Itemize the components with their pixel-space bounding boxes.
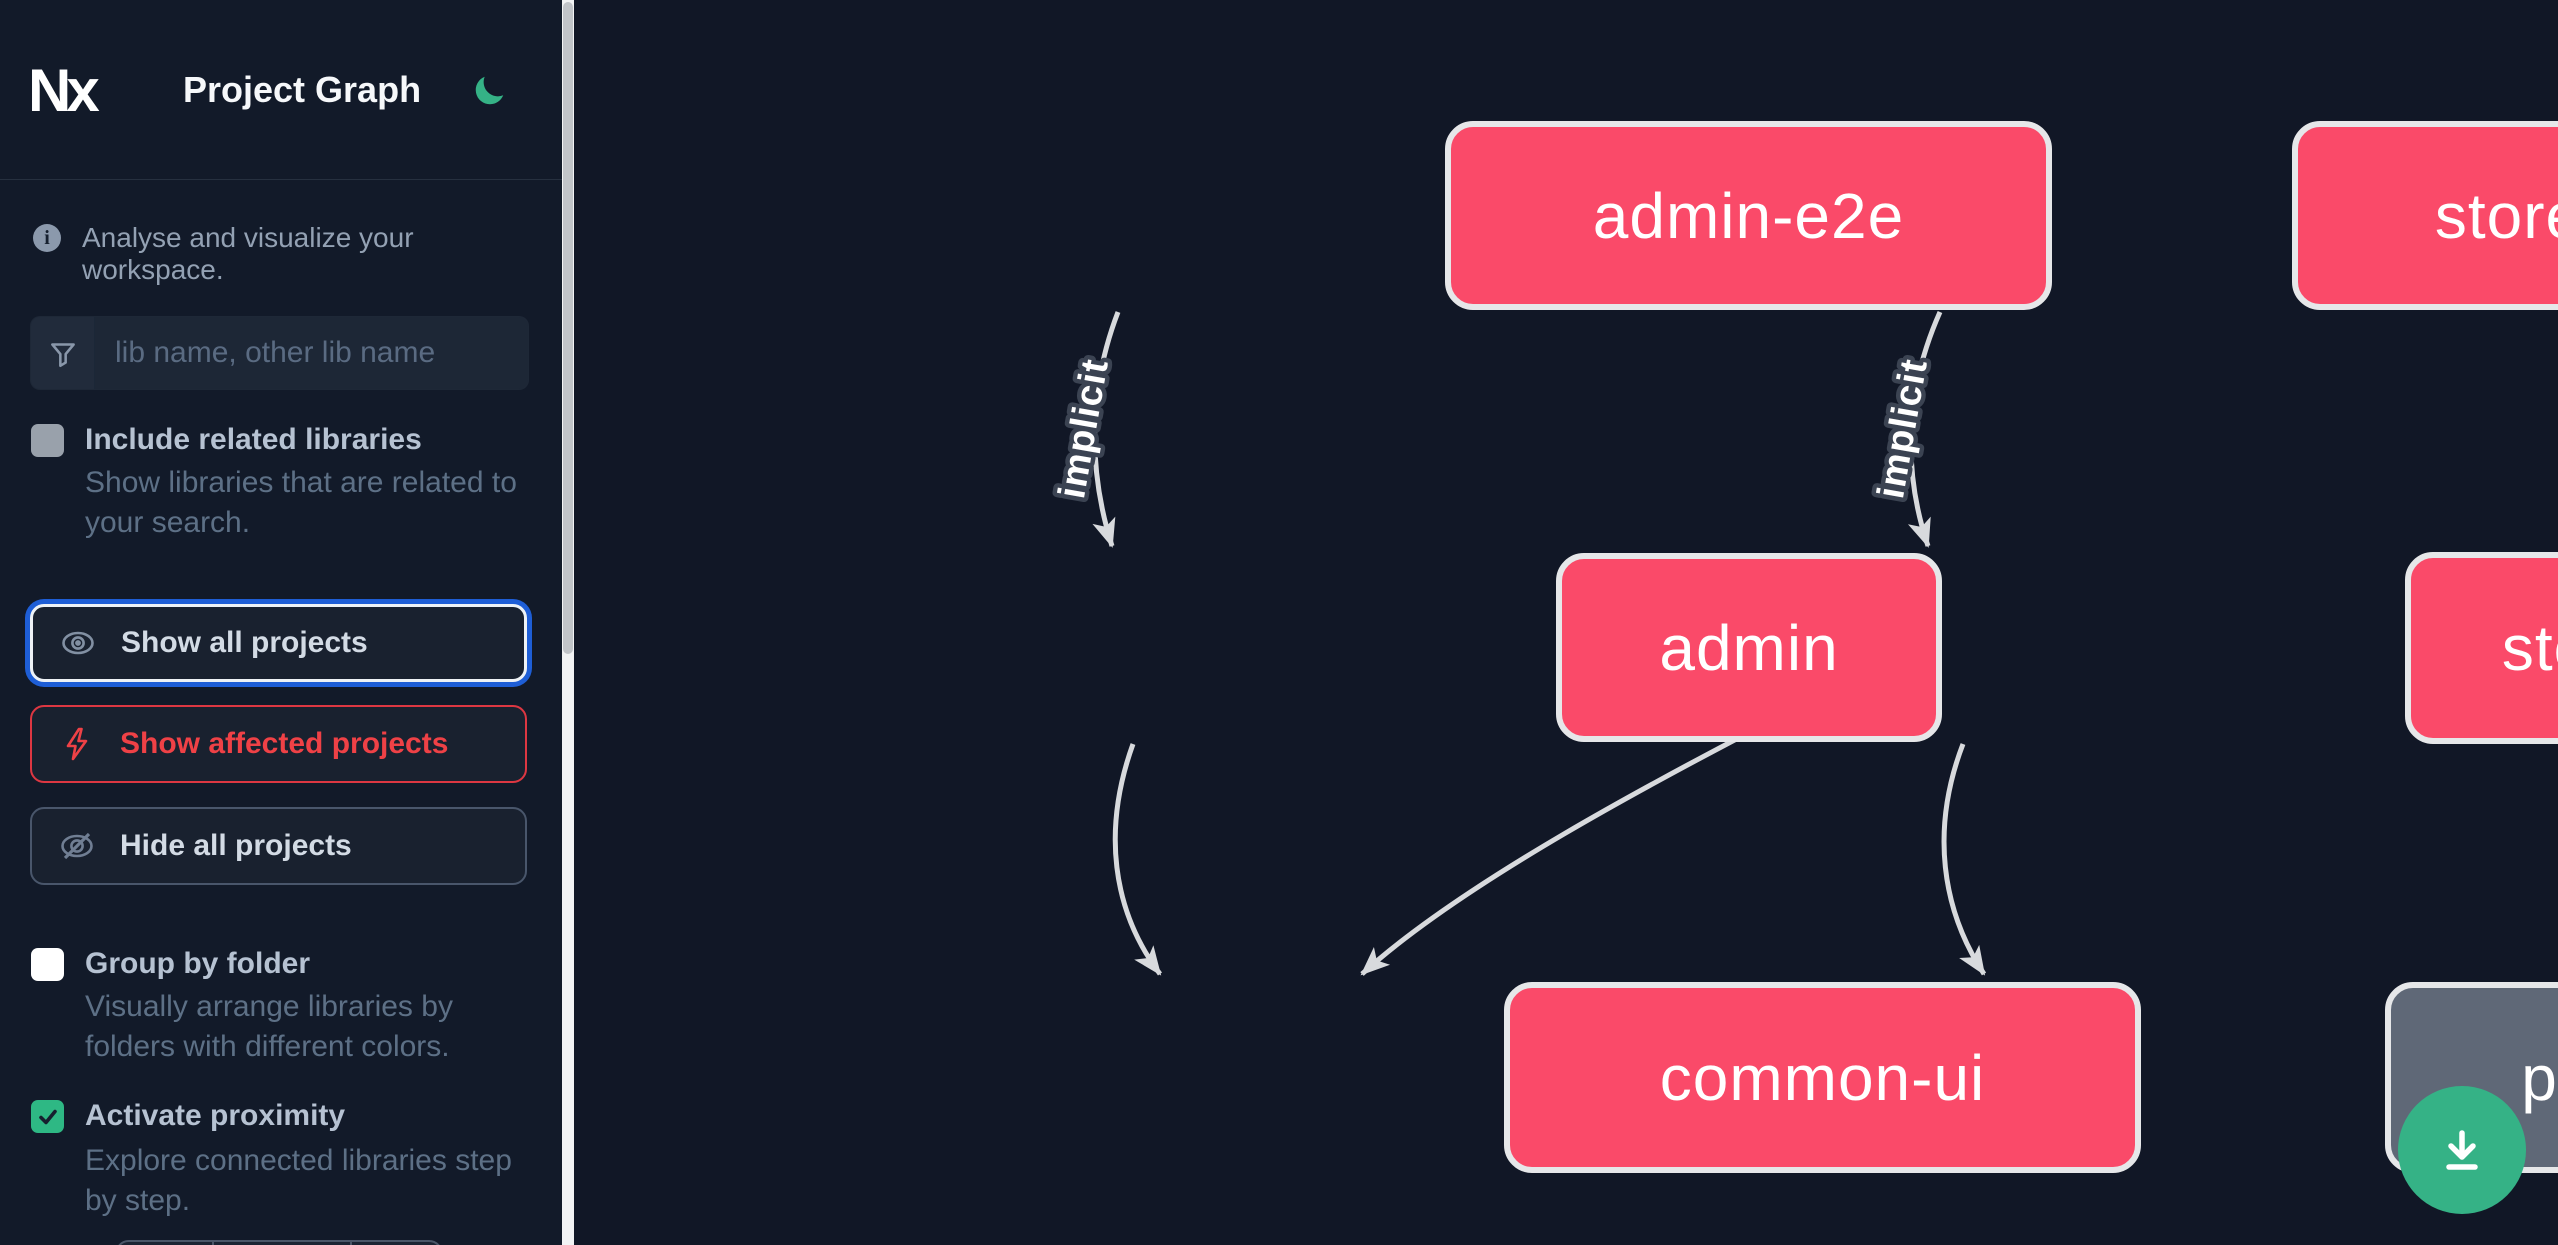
checkbox-label[interactable]: Group by folder <box>85 947 310 980</box>
graph-node-admin-e2e[interactable]: admin-e2e <box>1445 121 2052 310</box>
download-icon <box>2446 1130 2478 1170</box>
page-title: Project Graph <box>183 69 422 110</box>
header-divider <box>0 179 562 180</box>
edge-admin-common-ui <box>1112 743 1163 976</box>
edge-label-implicit: implicit <box>1051 356 1117 502</box>
edge-label-implicit: implicit <box>1870 356 1936 502</box>
graph-canvas[interactable]: implicit implicit admin-e2e store-e2e ad… <box>574 0 2558 1245</box>
node-label: admin-e2e <box>1592 179 1905 252</box>
nx-logo: Nx <box>28 57 100 124</box>
stepper-value <box>214 1242 352 1245</box>
checkbox-label[interactable]: Include related libraries <box>85 423 422 456</box>
eye-icon <box>62 631 94 655</box>
search-input[interactable] <box>95 317 528 389</box>
graph-node-admin[interactable]: admin <box>1556 553 1942 742</box>
edge-admin-e2e-admin <box>1092 311 1121 548</box>
checkbox-unchecked[interactable] <box>31 424 64 457</box>
checkbox-description: Explore connected libraries step by step… <box>85 1144 512 1217</box>
stepper-decrement[interactable] <box>117 1242 214 1245</box>
bolt-icon <box>66 727 88 761</box>
show-affected-projects-button[interactable]: Show affected projects <box>30 705 527 783</box>
button-label: Show affected projects <box>120 727 449 760</box>
checkbox-label[interactable]: Activate proximity <box>85 1099 346 1132</box>
hide-all-projects-button[interactable]: Hide all projects <box>30 807 527 885</box>
graph-node-store-e2e[interactable]: store-e2e <box>2292 121 2558 310</box>
moon-icon <box>475 76 504 105</box>
node-label: admin <box>1659 611 1839 684</box>
checkbox-checked[interactable] <box>31 1100 64 1133</box>
check-icon <box>38 1109 57 1124</box>
node-label: common-ui <box>1659 1041 1986 1114</box>
button-label: Hide all projects <box>120 829 352 862</box>
node-label: store <box>2501 612 2558 684</box>
edge-store-products <box>1941 743 1987 976</box>
dark-mode-toggle[interactable] <box>471 71 509 109</box>
checkbox-description: Visually arrange libraries by folders wi… <box>85 990 453 1063</box>
checkbox-unchecked[interactable] <box>31 948 64 981</box>
sidebar-scrollbar-thumb[interactable] <box>563 2 573 654</box>
eye-off-icon <box>61 832 93 860</box>
graph-node-common-ui[interactable]: common-ui <box>1504 982 2141 1173</box>
funnel-icon <box>31 317 95 389</box>
graph-node-store[interactable]: store <box>2405 552 2558 744</box>
download-graph-button[interactable] <box>2398 1086 2526 1214</box>
show-all-projects-button[interactable]: Show all projects <box>30 604 527 682</box>
sidebar: Nx Project Graph Analyse and visualize y… <box>0 0 562 1245</box>
node-label: products <box>2521 1041 2558 1114</box>
tagline: Analyse and visualize your workspace. <box>82 222 414 285</box>
proximity-depth-stepper[interactable] <box>115 1240 443 1245</box>
checkbox-description: Show libraries that are related to your … <box>85 466 517 539</box>
node-label: store-e2e <box>2434 179 2558 252</box>
info-icon <box>33 224 61 252</box>
button-label: Show all projects <box>121 626 368 659</box>
project-filter <box>30 316 529 390</box>
edge-store-e2e-store <box>1907 310 1943 548</box>
